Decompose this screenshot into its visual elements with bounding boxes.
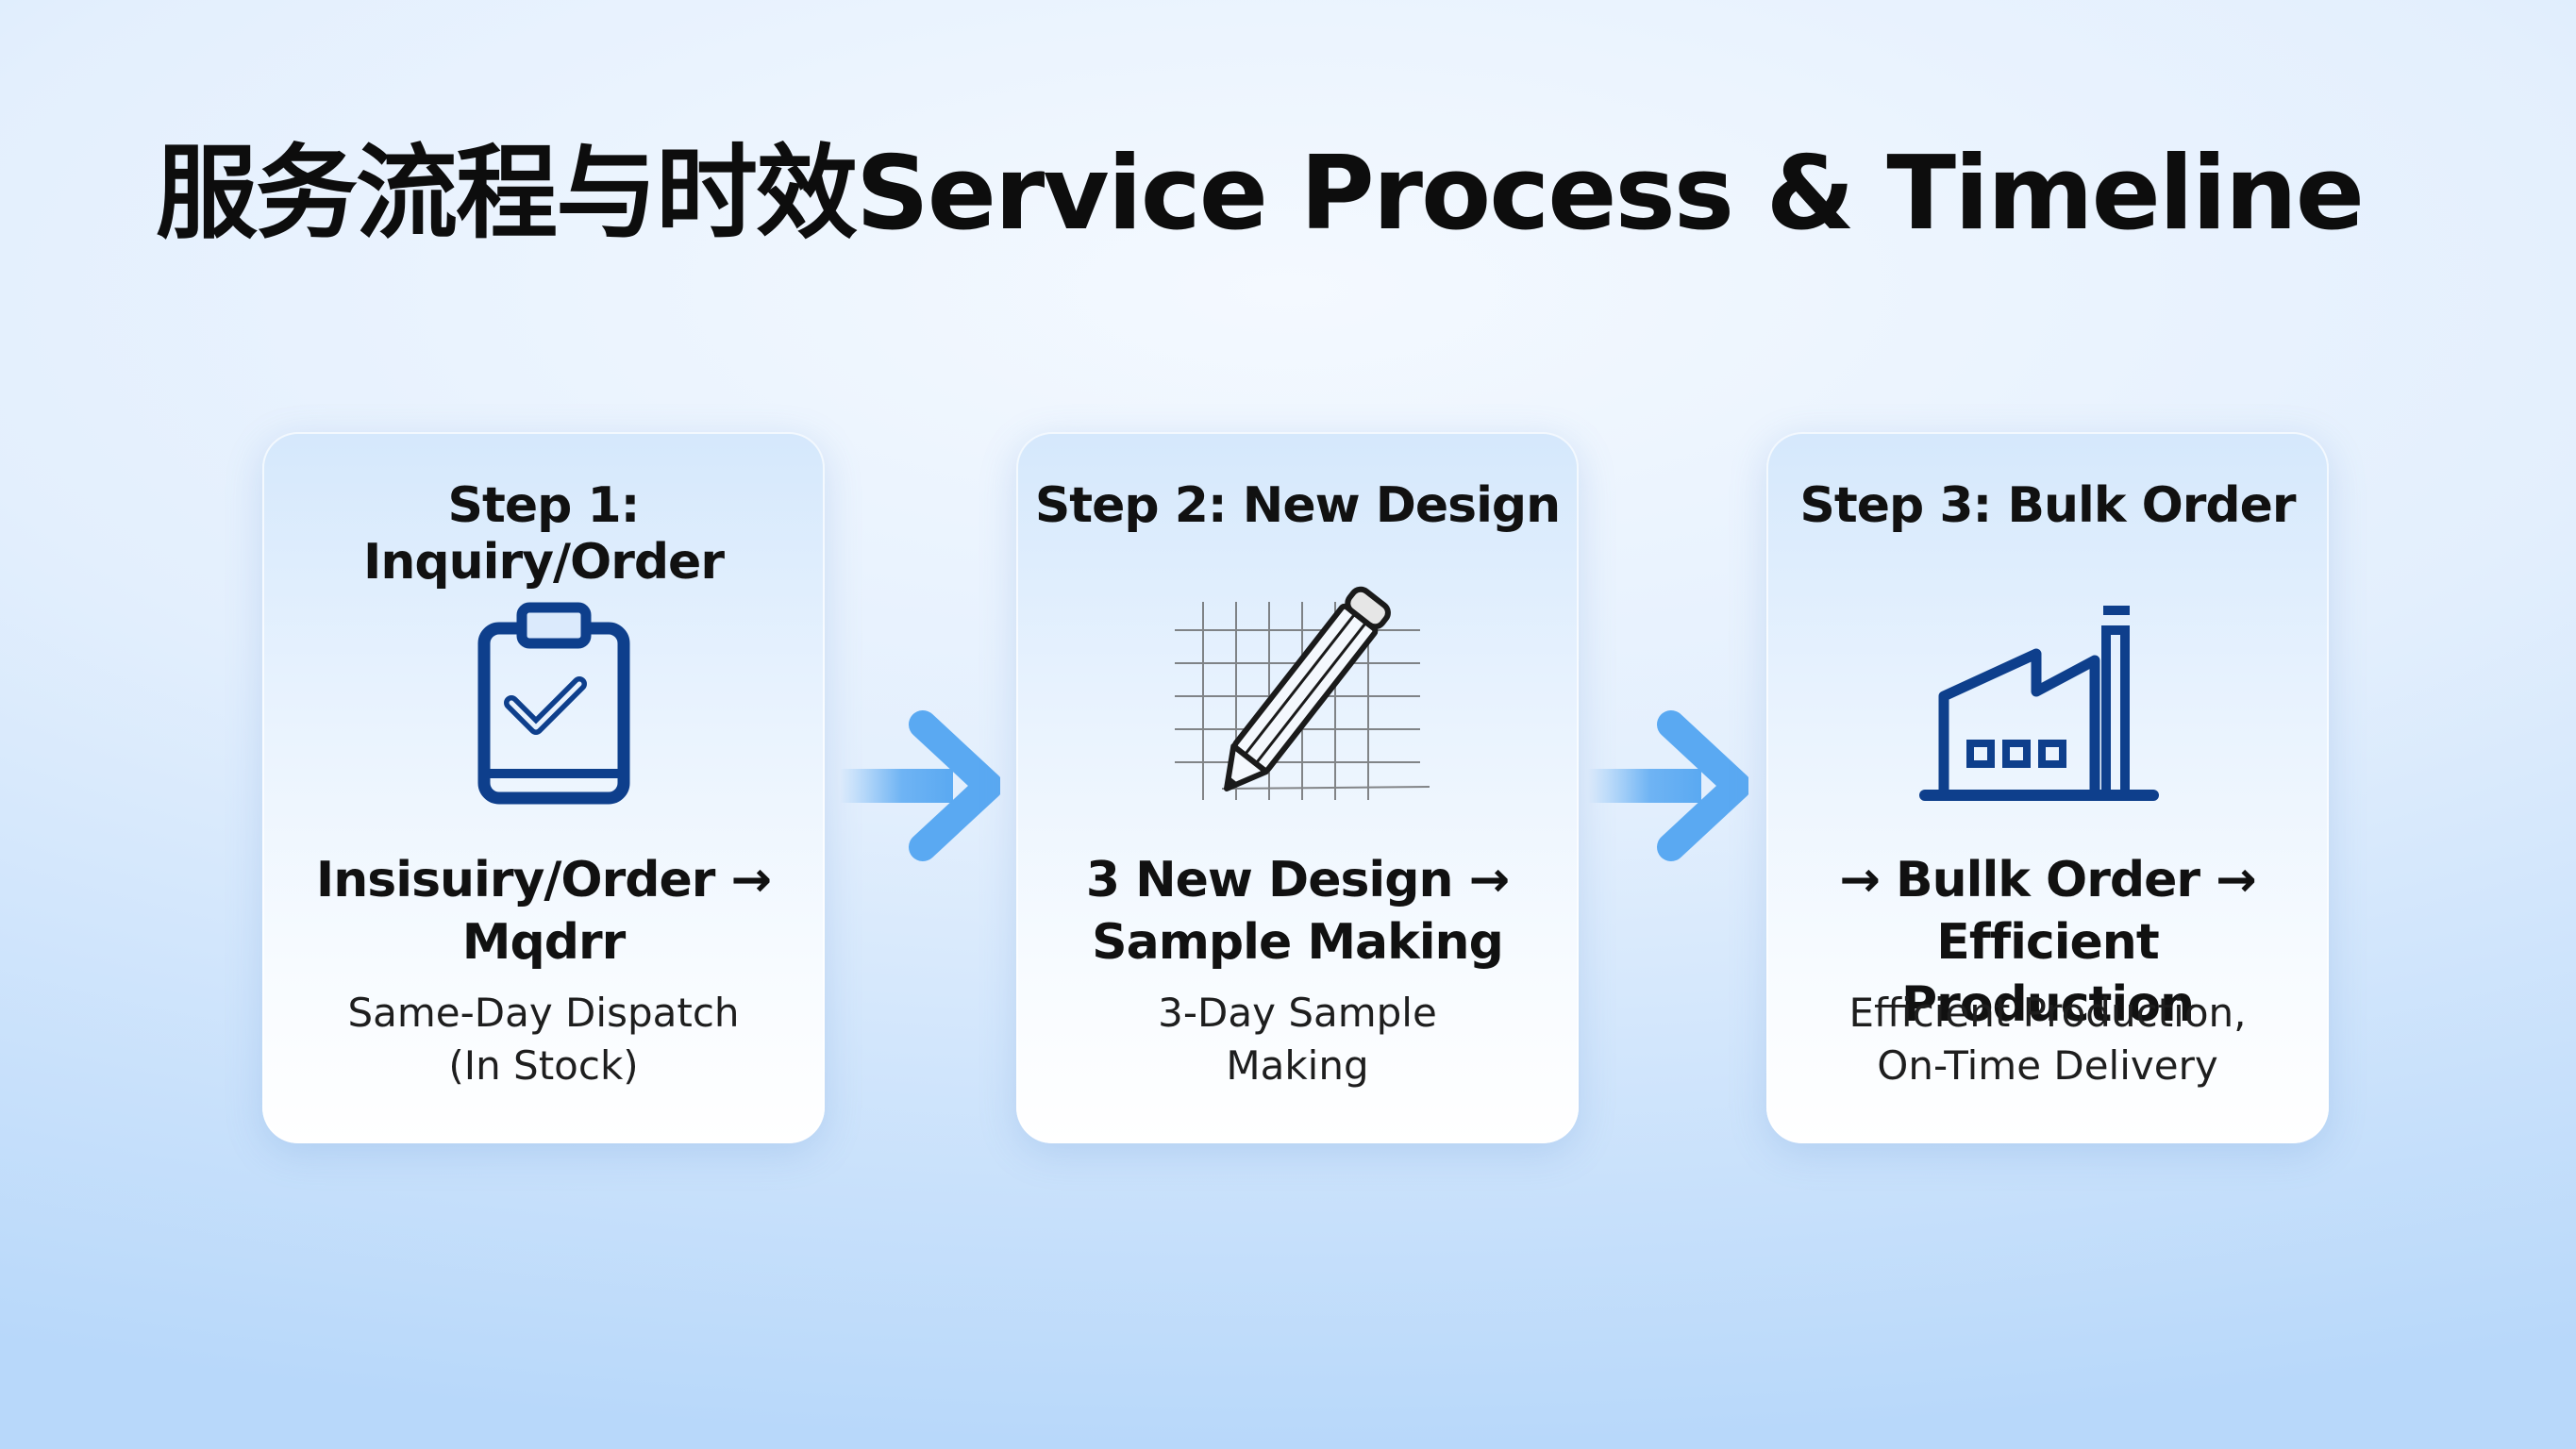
sub-line-1: Efficient Production, — [1848, 990, 2247, 1036]
step-card-1: Step 1: Inquiry/Order Insisuiry/Order → … — [262, 432, 825, 1143]
main-line-2: Mqdrr — [461, 914, 626, 971]
sub-line-1: 3-Day Sample — [1158, 990, 1437, 1036]
factory-icon — [1897, 574, 2199, 819]
step-sub-label: Same-Day Dispatch (In Stock) — [281, 987, 806, 1092]
step-card-3: Step 3: Bulk Order → Bullk Order → Effic… — [1766, 432, 2329, 1143]
step-card-2: Step 2: New Design — [1016, 432, 1579, 1143]
page-title: 服务流程与时效Service Process & Timeline — [156, 135, 2365, 253]
step-main-label: → Bullk Order → Efficient Production — [1785, 849, 2310, 1036]
sub-line-2: Making — [1226, 1042, 1369, 1089]
step-title: Step 2: New Design — [1034, 477, 1561, 534]
sub-line-2: On-Time Delivery — [1877, 1042, 2218, 1089]
step-sub-label: Efficient Production, On-Time Delivery — [1785, 987, 2310, 1092]
pencil-grid-icon — [1146, 574, 1448, 819]
sub-line-1: Same-Day Dispatch — [347, 990, 740, 1036]
flow-arrow-right-icon — [1588, 706, 1748, 866]
step-sub-label: 3-Day Sample Making — [1035, 987, 1560, 1092]
step-title: Step 1: Inquiry/Order — [363, 477, 725, 591]
step-title: Step 3: Bulk Order — [1799, 477, 2296, 534]
main-line-2: Efficient Production — [1901, 914, 2195, 1033]
clipboard-check-icon — [393, 574, 694, 819]
sub-line-2: (In Stock) — [448, 1042, 639, 1089]
main-line-2: Sample Making — [1092, 914, 1504, 971]
main-line-1: 3 New Design → — [1085, 852, 1510, 908]
flow-arrow-right-icon — [840, 706, 1000, 866]
step-main-label: 3 New Design → Sample Making — [1035, 849, 1560, 974]
main-line-1: → Bullk Order → — [1839, 852, 2256, 908]
main-line-1: Insisuiry/Order → — [315, 852, 772, 908]
step-main-label: Insisuiry/Order → Mqdrr — [281, 849, 806, 974]
